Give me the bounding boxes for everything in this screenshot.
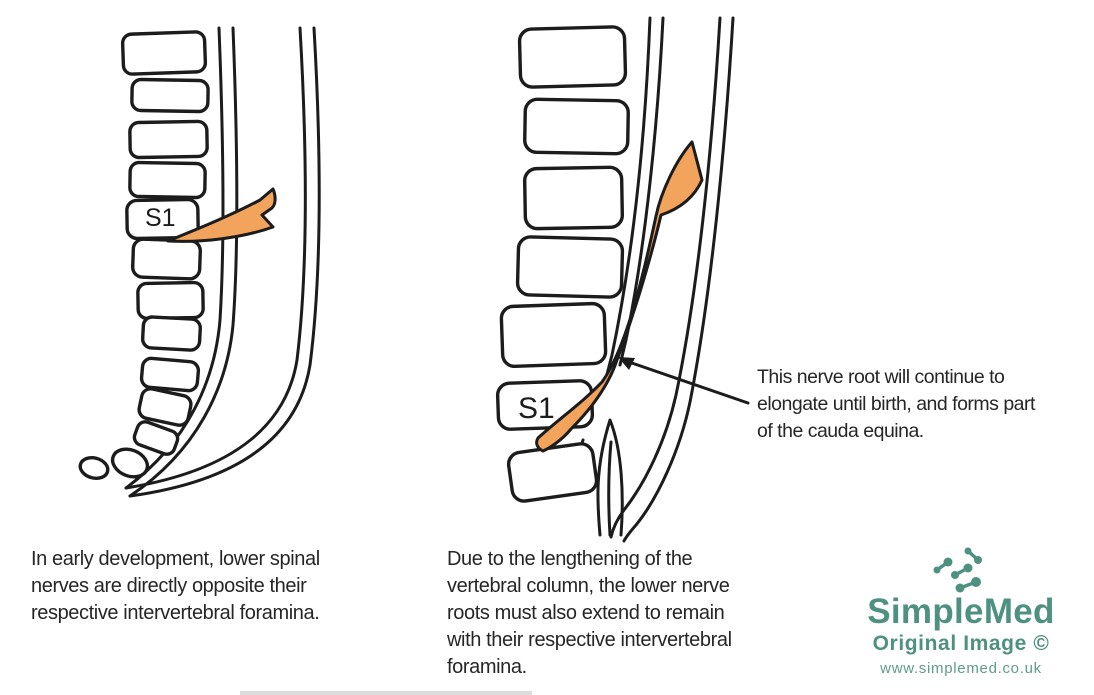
caption-line: Due to the lengthening of the (447, 548, 693, 570)
s1-vertebra-left (125, 197, 200, 241)
vertebra (132, 420, 180, 456)
vertebra (128, 119, 209, 160)
vertebra (137, 387, 193, 427)
left-spine-diagram: S1 (78, 26, 321, 498)
caption-line: respective intervertebral foramina. (31, 602, 320, 624)
coccyx-segment (110, 447, 150, 479)
s1-nerve-root-early (166, 187, 277, 243)
annotation-arrow (618, 357, 750, 405)
annotation-line: This nerve root will continue to (757, 366, 1005, 388)
simplemed-wordmark: SimpleMed (867, 592, 1055, 631)
caption-line: nerves are directly opposite their (31, 575, 307, 597)
s1-label-left: S1 (145, 204, 176, 232)
caption-line: with their respective intervertebral (447, 629, 732, 651)
vertebra (517, 25, 628, 89)
vertebral-column-early (78, 30, 210, 481)
vertebra (130, 237, 202, 281)
caption-line: In early development, lower spinal (31, 548, 320, 570)
vertebra (130, 77, 210, 114)
vertebra (120, 30, 208, 76)
vertebra (515, 235, 625, 299)
vertebra (522, 165, 625, 231)
left-caption: In early development, lower spinal nerve… (31, 546, 320, 627)
right-caption: Due to the lengthening of the vertebral … (447, 546, 732, 681)
simplemed-watermark: SimpleMed Original Image © www.simplemed… (866, 547, 1056, 677)
s1-nerve-root-elongated (535, 140, 704, 453)
vertebra (523, 97, 630, 156)
vertebra (140, 315, 202, 352)
simplemed-url[interactable]: www.simplemed.co.uk (880, 660, 1042, 677)
vertebra (499, 301, 608, 369)
vertebra (136, 280, 205, 321)
caption-line: foramina. (447, 656, 527, 678)
original-image-copyright: Original Image © (872, 632, 1050, 655)
vertebra (139, 356, 201, 393)
vertebra (506, 442, 599, 503)
bottom-progress-bar (240, 691, 532, 695)
s1-label-right: S1 (518, 392, 555, 425)
annotation-line: of the cauda equina. (757, 420, 924, 442)
filum-terminale-lines (596, 418, 624, 537)
caption-line: roots must also extend to remain (447, 602, 725, 624)
caption-line: vertebral column, the lower nerve (447, 575, 730, 597)
right-spine-diagram: S1 (495, 16, 750, 543)
vertebra (128, 160, 207, 200)
coccyx-segment (78, 455, 110, 481)
annotation-line: elongate until birth, and forms part (757, 393, 1035, 415)
nerve-root-annotation: This nerve root will continue to elongat… (757, 364, 1035, 445)
simplemed-molecule-icon (933, 547, 982, 593)
